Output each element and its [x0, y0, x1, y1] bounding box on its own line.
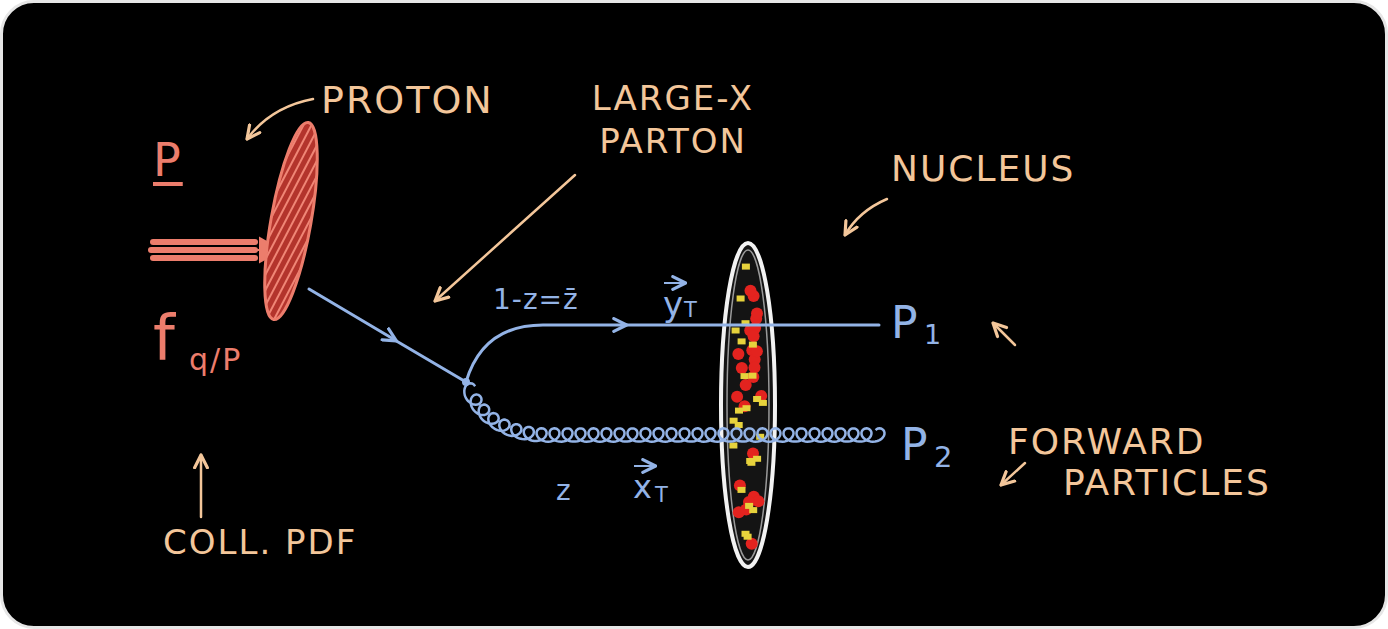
hatch-line: [347, 103, 467, 333]
particle-index: 1: [924, 321, 943, 348]
pdf-subscript: q/P: [189, 345, 242, 375]
nucleon-dot: [736, 362, 748, 374]
quark-line: [393, 339, 466, 382]
hatch-line: [211, 103, 331, 333]
forward-label: FORWARD PARTICLES: [1008, 421, 1323, 504]
pdf-label: COLL. PDF: [163, 525, 357, 559]
hatch-line: [371, 103, 491, 333]
parton-label: LARGE-X PARTON: [573, 77, 773, 162]
pdf-symbol: f: [153, 307, 177, 369]
hatch-line: [259, 103, 379, 333]
hatch-line: [115, 103, 235, 333]
nucleon-dot: [747, 371, 759, 383]
hatch-line: [355, 103, 475, 333]
gluon-line: [464, 383, 884, 441]
hatch-line: [203, 103, 323, 333]
nucleon-dot: [745, 285, 757, 297]
gluon-field-square: [735, 422, 743, 428]
hatch-line: [331, 103, 451, 333]
gluon-field-square: [743, 405, 751, 411]
particle-label: P: [891, 301, 920, 345]
hatch-line: [83, 103, 203, 333]
nucleon-dot: [748, 330, 760, 342]
hatch-line: [107, 103, 227, 333]
hatch-line: [235, 103, 355, 333]
particle-label: P: [901, 423, 930, 467]
hatch-line: [43, 103, 163, 333]
hatch-line: [219, 103, 339, 333]
nucleon-dot: [732, 348, 744, 360]
gluon-field-square: [732, 328, 740, 334]
nucleon-dot: [743, 496, 755, 508]
gluon-field-square: [744, 534, 752, 540]
hatch-line: [291, 103, 411, 333]
particle-index: 2: [934, 443, 954, 472]
gluon-field-square: [738, 487, 746, 493]
hatch-line: [283, 103, 403, 333]
position-vector: x: [633, 471, 654, 503]
hatch-line: [315, 103, 435, 333]
gluon-field-square: [746, 458, 754, 464]
hatch-line: [99, 103, 219, 333]
hatch-line: [339, 103, 459, 333]
gluon-field-square: [742, 264, 750, 270]
hatch-line: [195, 103, 315, 333]
gluon-field-square: [729, 443, 737, 449]
hatch-line: [139, 103, 259, 333]
proton-beam: [151, 242, 255, 258]
nucleon-dot: [751, 307, 763, 319]
proton-hatching: [43, 103, 555, 333]
nucleon-dot: [731, 391, 743, 403]
nucleus-inner-outline: [727, 250, 769, 560]
hatch-line: [67, 103, 187, 333]
hatch-line: [243, 103, 363, 333]
hatch-line: [323, 103, 443, 333]
beam-momentum: P: [153, 137, 183, 183]
momentum-fraction: z: [556, 477, 573, 505]
hatch-line: [123, 103, 243, 333]
gluon-field-square: [749, 342, 757, 348]
hatch-line: [75, 103, 195, 333]
gluon-field-square: [759, 400, 767, 406]
quark-line: [621, 324, 879, 327]
hatch-line: [363, 103, 483, 333]
hatch-line: [91, 103, 211, 333]
momentum-fraction: 1-z=z̄: [493, 286, 579, 314]
gluon-field-square: [738, 338, 746, 344]
hatch-line: [179, 103, 299, 333]
position-vector: y: [663, 287, 685, 321]
hatch-line: [227, 103, 347, 333]
gluon-field-square: [737, 296, 745, 302]
vector-arrow: [634, 465, 654, 467]
quark-line: [309, 289, 395, 340]
vector-subscript: T: [684, 300, 699, 321]
hatch-line: [251, 103, 371, 333]
nucleus-ellipse: [721, 243, 775, 567]
vector-arrow: [664, 282, 684, 284]
hatch-line: [387, 103, 507, 333]
nucleus-label: NUCLEUS: [891, 151, 1075, 187]
gluon-field-square: [749, 373, 757, 379]
nucleons: [729, 264, 767, 550]
vector-subscript: T: [655, 485, 670, 506]
hatch-line: [131, 103, 251, 333]
quark-line: [466, 325, 625, 382]
gluon-field-square: [753, 456, 761, 462]
gluon-field-square: [735, 408, 743, 414]
proton-label: PROTON: [321, 81, 494, 119]
hatch-line: [171, 103, 291, 333]
gluon-field-square: [749, 507, 757, 513]
gluon-field-square: [741, 373, 749, 379]
